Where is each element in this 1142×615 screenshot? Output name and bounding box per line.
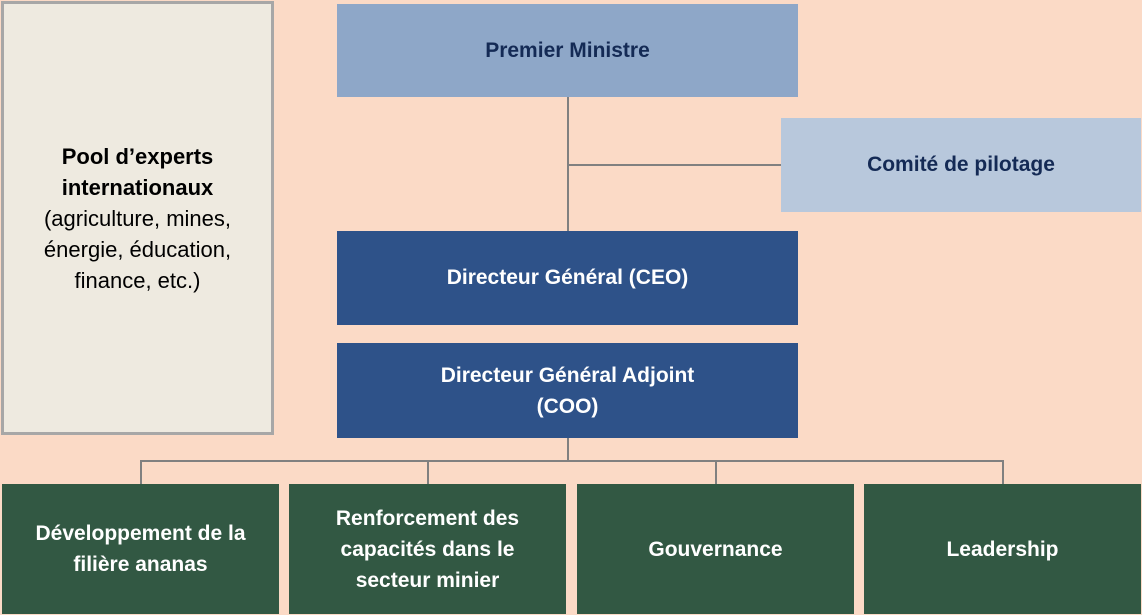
branch-1-line1: Développement de la xyxy=(35,522,246,545)
comite-pilotage-label: Comité de pilotage xyxy=(867,153,1055,176)
branch-2-line2: capacités dans le xyxy=(340,537,515,561)
branch-3-line1: Gouvernance xyxy=(648,537,783,561)
connector-branch-2 xyxy=(427,460,429,484)
directeur-adjoint-box: Directeur Général Adjoint (COO) xyxy=(337,343,798,438)
branch-developpement-ananas: Développement de la filière ananas xyxy=(2,484,279,614)
pool-desc-line1: (agriculture, mines, xyxy=(43,205,232,231)
branch-gouvernance: Gouvernance xyxy=(577,484,854,614)
branch-leadership: Leadership xyxy=(864,484,1141,614)
connector-branch-4 xyxy=(1002,460,1004,484)
directeur-general-box: Directeur Général (CEO) xyxy=(337,231,798,325)
directeur-general-label: Directeur Général (CEO) xyxy=(446,266,689,289)
connector-dga-down xyxy=(567,438,569,461)
connector-branch-1 xyxy=(140,460,142,484)
pool-desc-line3: finance, etc.) xyxy=(74,267,201,293)
branch-1-line2: filière ananas xyxy=(73,553,208,576)
comite-pilotage-box: Comité de pilotage xyxy=(781,118,1141,212)
premier-ministre-label: Premier Ministre xyxy=(485,38,650,62)
branch-2-line3: secteur minier xyxy=(355,568,500,592)
branch-4-line1: Leadership xyxy=(946,537,1059,561)
connector-horizontal-branches xyxy=(140,460,1003,462)
directeur-adjoint-line2: (COO) xyxy=(536,394,599,418)
pool-title-line1: Pool d’experts xyxy=(61,143,214,169)
pool-experts-box: Pool d’experts internationaux (agricultu… xyxy=(1,1,274,435)
connector-to-comite xyxy=(567,164,781,166)
directeur-adjoint-line1: Directeur Général Adjoint xyxy=(440,363,695,387)
branch-2-line1: Renforcement des xyxy=(335,506,520,530)
connector-branch-3 xyxy=(715,460,717,484)
premier-ministre-box: Premier Ministre xyxy=(337,4,798,97)
pool-desc-line2: énergie, éducation, xyxy=(43,236,232,262)
pool-title-line2: internationaux xyxy=(61,174,214,200)
branch-renforcement-capacites: Renforcement des capacités dans le secte… xyxy=(289,484,566,614)
